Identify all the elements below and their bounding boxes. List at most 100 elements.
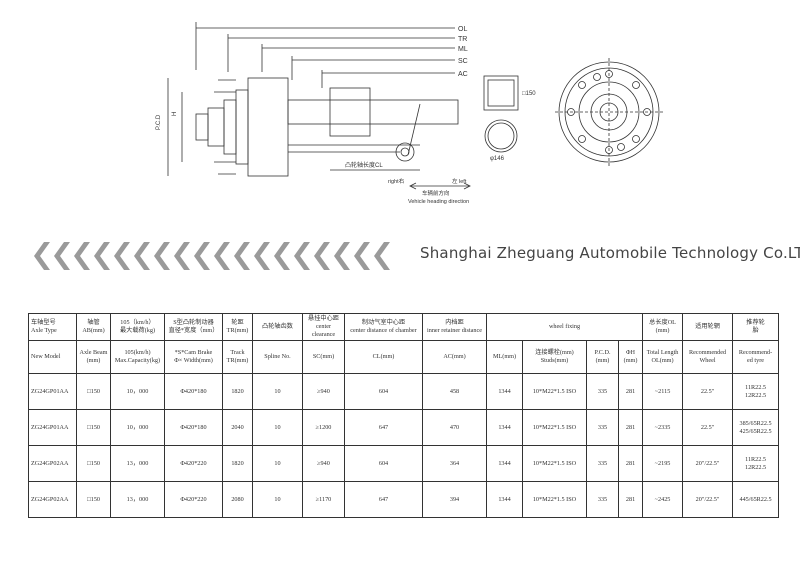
cell-tyre: 385/65R22.5 425/65R22.5 [732,409,780,446]
table-header-row-1: 车轴型号 Axle Type 轴管 AB(mm) 105（km/h） 最大载荷(… [28,313,780,341]
cell-studs: 10*M22*1.5 ISO [522,373,587,410]
header-ac-cell: 内档距 inner retainer distance [422,313,487,341]
cell-spline: 10 [252,481,303,518]
header2-model-cell: New Model [28,340,77,374]
dim-label-ac: AC [458,71,468,78]
table-row: ZG24GP02AA □150 13，000 Φ420*220 1820 10 … [28,445,780,482]
cell-sc: ≥940 [302,445,345,482]
cell-ml: 1344 [486,373,523,410]
left-label: 左 left [452,177,467,185]
header-cl-cell: 制动气室中心距 center distance of chamber [344,313,423,341]
cell-track: 1820 [222,445,253,482]
cell-model: ZG24GP01AA [28,373,77,410]
cell-pcd: 335 [586,373,619,410]
cell-studs: 10*M22*1.5 ISO [522,409,587,446]
cell-spline: 10 [252,409,303,446]
header2-spline-cell: Spline No. [252,340,303,374]
dim-label-pcd: P.C.D [156,114,162,130]
cell-h: 281 [617,373,644,410]
table-row: ZG24GP02AA □150 13，000 Φ420*220 2080 10 … [28,481,780,518]
cell-h: 281 [617,409,644,446]
header-capacity-cell: 105（km/h） 最大载荷(kg) [110,313,165,341]
header2-wheel-cell: Recommended Wheel [682,340,734,374]
cell-h: 281 [617,445,644,482]
header2-capacity-cell: 105(km/h) Max.Capacity(kg) [110,340,165,374]
header-ol-cell: 总长度OL (mm) [642,313,684,341]
cell-ac: 364 [422,445,487,482]
cell-wheel: 20"/22.5" [682,445,734,482]
cell-ol: ~2335 [642,409,684,446]
cell-studs: 10*M22*1.5 ISO [522,445,587,482]
header2-studs-cell: 连接螺栓(mm) Studs(mm) [522,340,587,374]
cell-ol: ~2425 [642,481,684,518]
cell-track: 1820 [222,373,253,410]
cell-wheel: 22.5" [682,373,734,410]
cell-tyre: 11R22.5 12R22.5 [732,373,780,410]
cell-ml: 1344 [486,481,523,518]
cell-ac: 458 [422,373,487,410]
heading-en-label: Vehicle heading direction [408,199,469,205]
cell-track: 2040 [222,409,253,446]
cell-track: 2080 [222,481,253,518]
cell-pcd: 335 [586,409,619,446]
cell-pcd: 335 [586,445,619,482]
cell-ml: 1344 [486,409,523,446]
header-brake-cell: S型凸轮制动器 直径*宽度（mm） [164,313,223,341]
cell-brake: Φ420*220 [164,445,223,482]
header2-pcd-cell: P.C.D. (mm) [586,340,619,374]
axle-technical-drawing: OL TR ML SC AC P.C.D H □150 φ146 凸轮轴长度CL… [156,22,663,205]
cell-capacity: 10，000 [110,373,165,410]
header2-sc-cell: SC(mm) [302,340,345,374]
cell-brake: Φ420*180 [164,409,223,446]
table-row: ZG24GP01AA □150 10，000 Φ420*180 2040 10 … [28,409,780,446]
cell-sc: ≥940 [302,373,345,410]
header2-brake-cell: *S*Cam Brake Φ× Width(mm) [164,340,223,374]
header2-ol-cell: Total Length OL(mm) [642,340,684,374]
cell-capacity: 10，000 [110,409,165,446]
cam-length-label: 凸轮轴长度CL [345,161,383,169]
dim-label-tr: TR [458,36,467,43]
cell-ol: ~2115 [642,373,684,410]
heading-cn-label: 车辆前方向 [422,189,450,197]
header-beam-cell: 轴管 AB(mm) [76,313,111,341]
cell-tyre: 445/65R22.5 [732,481,780,518]
table-header-row-2: New Model Axle Beam (mm) 105(km/h) Max.C… [28,340,780,374]
cell-brake: Φ420*220 [164,481,223,518]
cell-model: ZG24GP01AA [28,409,77,446]
cell-cl: 647 [344,481,423,518]
beam-square-label: □150 [522,91,536,97]
cell-cl: 647 [344,409,423,446]
cell-model: ZG24GP02AA [28,481,77,518]
table-row: ZG24GP01AA □150 10，000 Φ420*180 1820 10 … [28,373,780,410]
right-label: right右 [388,177,405,185]
cell-sc: ≥1200 [302,409,345,446]
cell-spline: 10 [252,373,303,410]
header-model-cell: 车轴型号 Axle Type [28,313,77,341]
header2-cl-cell: CL(mm) [344,340,423,374]
header-wheel-fixing-cell: wheel fixing [485,313,644,341]
header-sc-cell: 悬挂中心距 center clearance [302,313,345,341]
cell-cl: 604 [344,373,423,410]
cell-ac: 470 [422,409,487,446]
header2-ml-cell: ML(mm) [486,340,523,374]
header-track-cell: 轮距 TR(mm) [222,313,253,341]
cell-pcd: 335 [586,481,619,518]
header-tyre-cell: 推荐轮 胎 [732,313,780,341]
cell-ml: 1344 [486,445,523,482]
cell-cl: 604 [344,445,423,482]
axle-spec-table: 车轴型号 Axle Type 轴管 AB(mm) 105（km/h） 最大载荷(… [28,313,780,518]
header2-ac-cell: AC(mm) [422,340,487,374]
dim-label-ml: ML [458,46,468,53]
dim-label-sc: SC [458,58,468,65]
cell-beam: □150 [76,409,111,446]
company-name: Shanghai Zheguang Automobile Technology … [420,244,800,262]
cell-beam: □150 [76,481,111,518]
cell-ol: ~2195 [642,445,684,482]
cell-tyre: 11R22.5 12R22.5 [732,445,780,482]
cell-ac: 394 [422,481,487,518]
chevron-arrow-band [34,242,390,270]
cell-model: ZG24GP02AA [28,445,77,482]
cell-studs: 10*M22*1.5 ISO [522,481,587,518]
cell-wheel: 22.5" [682,409,734,446]
cell-brake: Φ420*180 [164,373,223,410]
